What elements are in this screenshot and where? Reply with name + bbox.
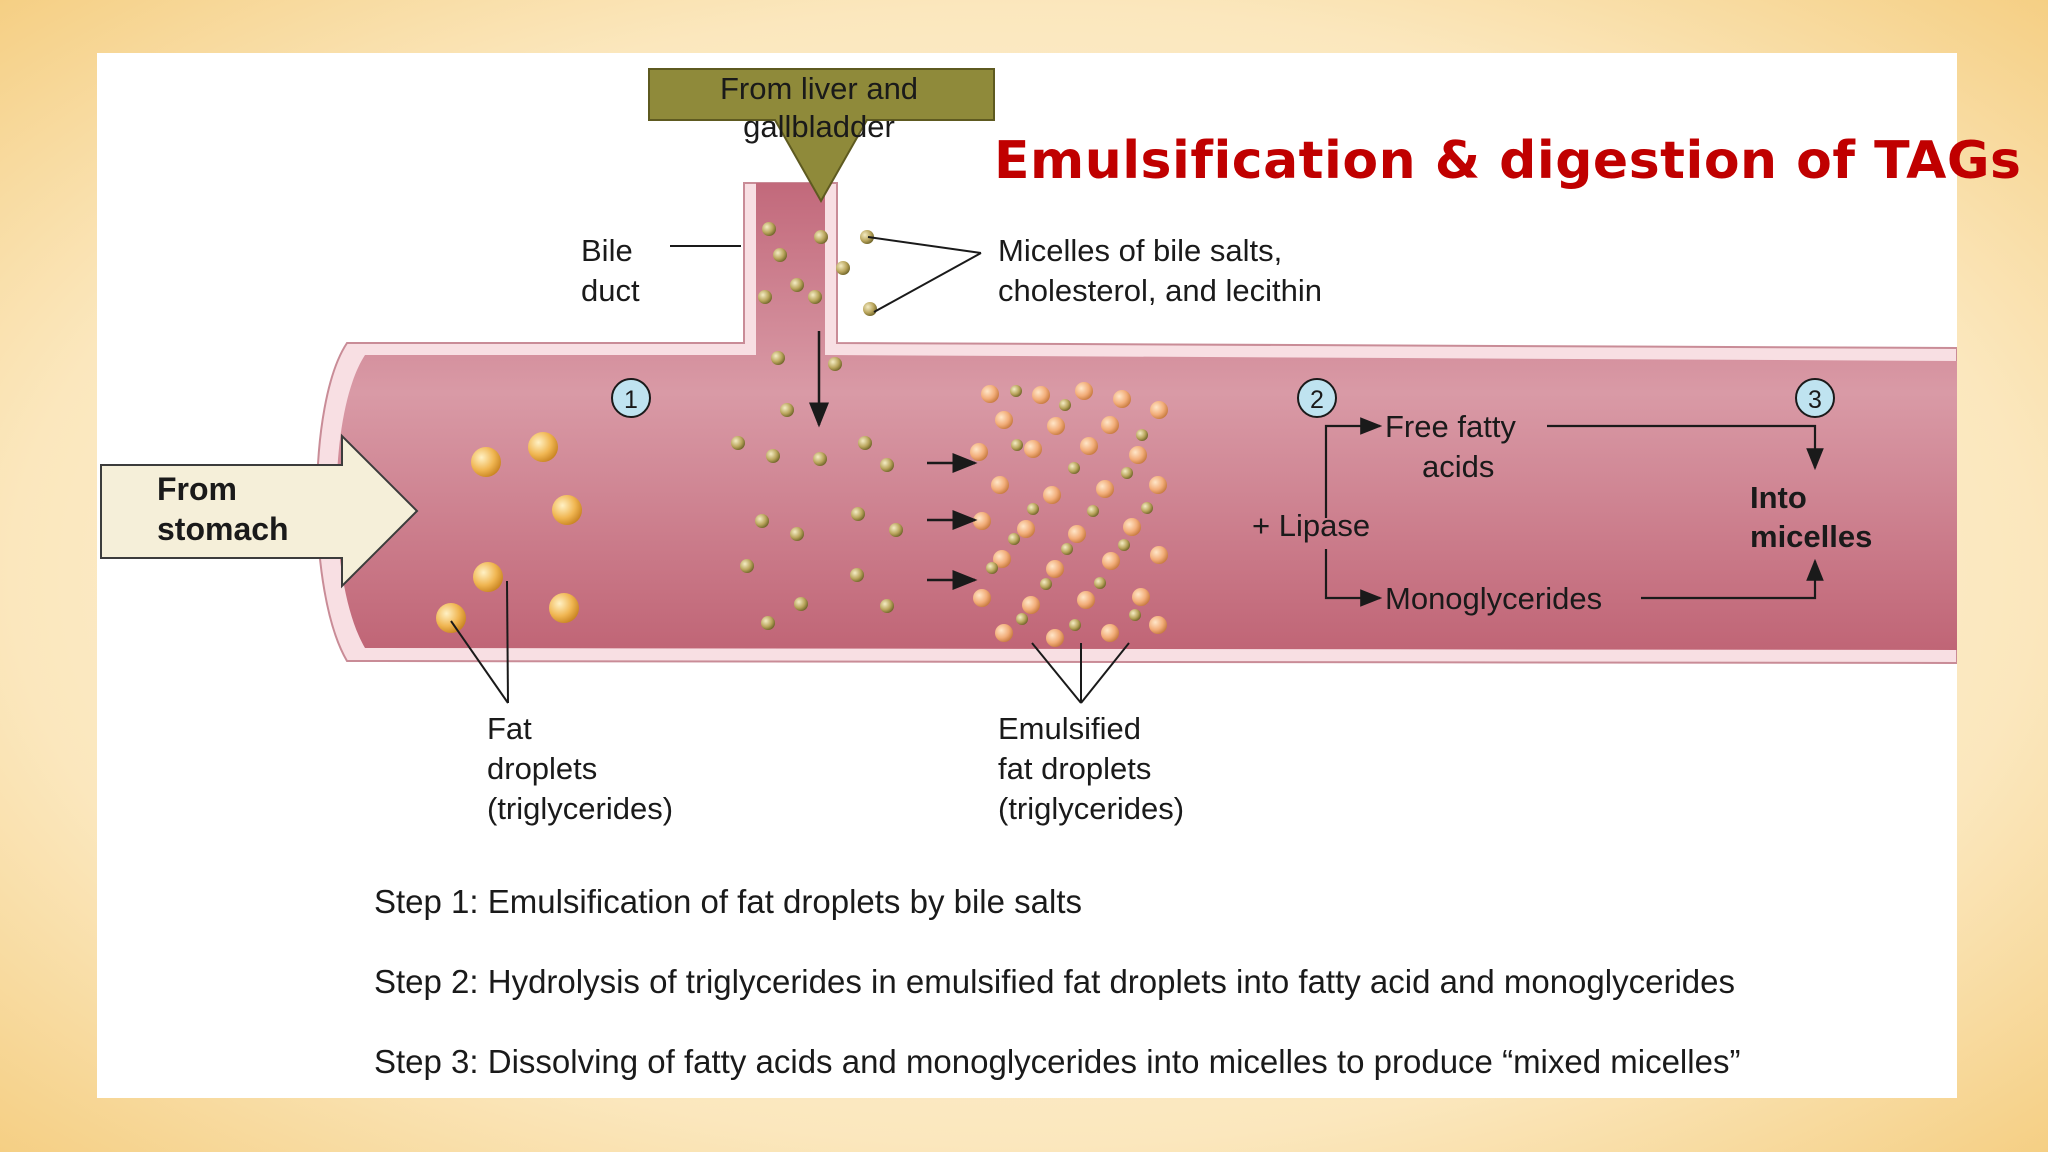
intestine: [316, 182, 1957, 665]
flow-arrows: [809, 331, 978, 590]
digestion-diagram: From liver and gallbladder From stomach: [100, 68, 1957, 826]
gallbladder-label: gallbladder: [743, 109, 895, 144]
micelles-label-line1: Micelles of bile salts,: [998, 233, 1282, 268]
emulsified-droplets: [970, 382, 1168, 647]
fat-droplets-label-line3: (triglycerides): [487, 791, 673, 826]
liver-gallbladder-arrow: From liver and gallbladder: [648, 68, 995, 204]
step-marker-2: 2: [1297, 378, 1337, 418]
step-marker-1: 1: [611, 378, 651, 418]
into-micelles-label-line2: micelles: [1750, 519, 1872, 554]
duct-label: duct: [581, 273, 640, 308]
free-fatty-acids-label-line1: Free fatty: [1385, 409, 1516, 444]
monoglycerides-label: Monoglycerides: [1385, 581, 1602, 616]
emulsified-label-line2: fat droplets: [998, 751, 1151, 786]
step-2-text: Step 2: Hydrolysis of triglycerides in e…: [374, 963, 1735, 1000]
leader-lines: [450, 236, 1130, 704]
lipase-pathways: [1324, 417, 1824, 607]
step-1-text: Step 1: Emulsification of fat droplets b…: [374, 883, 1083, 920]
fat-droplets-label-line2: droplets: [487, 751, 597, 786]
from-liver-label: From liver and: [720, 71, 918, 106]
stomach-label: stomach: [157, 511, 289, 547]
bile-micelles: [731, 222, 903, 630]
step-3-text: Step 3: Dissolving of fatty acids and mo…: [374, 1043, 1741, 1080]
fat-droplets-label-line1: Fat: [487, 711, 532, 746]
lipase-label: + Lipase: [1252, 508, 1370, 543]
bile-label: Bile: [581, 233, 633, 268]
into-micelles-label-line1: Into: [1750, 480, 1807, 515]
step-marker-2-label: 2: [1310, 386, 1324, 414]
fat-droplets: [436, 432, 582, 633]
free-fatty-acids-label-line2: acids: [1422, 449, 1494, 484]
slide: From liver and gallbladder From stomach: [97, 53, 2022, 1098]
step-marker-3-label: 3: [1808, 386, 1822, 414]
micelles-label-line2: cholesterol, and lecithin: [998, 273, 1322, 308]
emulsified-label-line1: Emulsified: [998, 711, 1141, 746]
slide-title: Emulsification & digestion of TAGs: [994, 131, 2022, 191]
step-marker-3: 3: [1795, 378, 1835, 418]
step-marker-1-label: 1: [624, 386, 638, 414]
emulsified-label-line3: (triglycerides): [998, 791, 1184, 826]
from-stomach-arrow: From stomach: [100, 433, 419, 589]
from-stomach-label: From: [157, 471, 237, 507]
